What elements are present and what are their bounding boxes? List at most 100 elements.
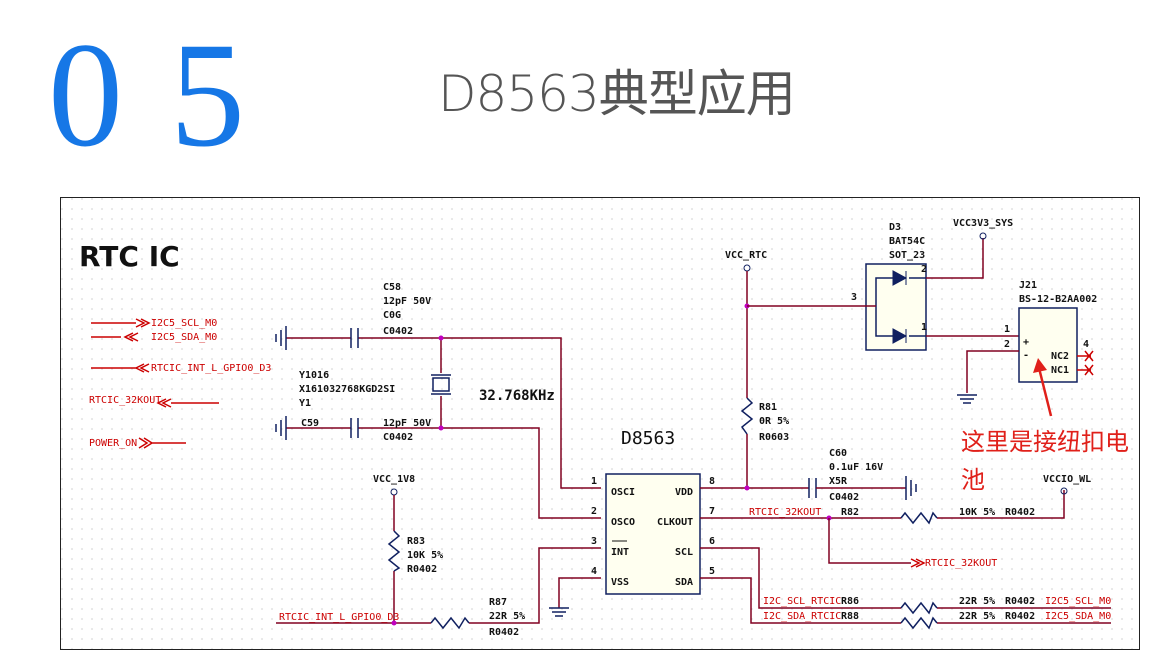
svg-text:VCC_1V8: VCC_1V8 xyxy=(373,474,415,485)
svg-text:7: 7 xyxy=(709,506,715,517)
capacitor-c60: C60 0.1uF 16V X5R C0402 xyxy=(808,448,917,503)
svg-text:C0402: C0402 xyxy=(383,326,413,337)
svg-text:VSS: VSS xyxy=(611,577,629,588)
svg-text:C59: C59 xyxy=(301,418,319,429)
svg-text:C0402: C0402 xyxy=(829,492,859,503)
svg-text:32.768KHz: 32.768KHz xyxy=(479,388,555,404)
svg-text:X5R: X5R xyxy=(829,476,848,487)
resistor-r87: RTCIC_INT_L_GPIO0_D3 R87 22R 5% R0402 xyxy=(276,547,601,638)
svg-text:VCCIO_WL: VCCIO_WL xyxy=(1043,474,1091,485)
svg-text:POWER_ON: POWER_ON xyxy=(89,438,137,449)
svg-text:C60: C60 xyxy=(829,448,847,459)
svg-text:1: 1 xyxy=(591,476,597,487)
svg-text:Y1: Y1 xyxy=(299,398,311,409)
svg-text:池: 池 xyxy=(961,466,985,494)
svg-text:RTCIC_32KOUT: RTCIC_32KOUT xyxy=(749,507,821,518)
section-title: RTC IC xyxy=(79,240,180,273)
schematic-diagram: RTC IC I2C5_SCL_M0 I2C5_SDA_M0 RTCIC_INT… xyxy=(61,198,1139,649)
svg-text:5: 5 xyxy=(709,566,715,577)
crystal-y1: Y1016 X161032768KGD2SI Y1 32.768KHz xyxy=(299,338,555,428)
svg-text:10K 5%: 10K 5% xyxy=(407,550,443,561)
port-i2c-scl: I2C5_SCL_M0 xyxy=(91,318,217,329)
svg-text:R87: R87 xyxy=(489,597,507,608)
ground-vss xyxy=(549,577,601,617)
svg-text:Y1016: Y1016 xyxy=(299,370,329,381)
section-number-digit: 0 xyxy=(48,12,123,178)
svg-text:D3: D3 xyxy=(889,222,901,233)
svg-text:C0G: C0G xyxy=(383,310,401,321)
svg-text:OSCO: OSCO xyxy=(611,517,635,528)
resistor-r81: VCC_RTC R81 0R 5% R0603 xyxy=(725,250,789,488)
port-int-gpio: RTCIC_INT_L_GPIO0_D3 xyxy=(91,363,271,374)
svg-text:C58: C58 xyxy=(383,282,401,293)
svg-text:这里是接纽扣电: 这里是接纽扣电 xyxy=(961,428,1129,456)
section-number-digit: 5 xyxy=(170,12,245,178)
svg-text:NC2: NC2 xyxy=(1051,351,1069,362)
svg-text:NC1: NC1 xyxy=(1051,365,1069,376)
svg-text:RTCIC_INT_L_GPIO0_D3: RTCIC_INT_L_GPIO0_D3 xyxy=(151,363,271,374)
svg-text:SDA: SDA xyxy=(675,577,693,588)
svg-text:R83: R83 xyxy=(407,536,425,547)
resistor-r82: RTCIC_32KOUT R82 10K 5% R0402 VCCIO_WL xyxy=(700,474,1091,525)
svg-text:I2C5_SCL_M0: I2C5_SCL_M0 xyxy=(151,318,217,329)
port-32kout-left: RTCIC_32KOUT xyxy=(89,395,219,408)
svg-text:R0402: R0402 xyxy=(489,627,519,638)
svg-text:10K 5%: 10K 5% xyxy=(959,507,995,518)
svg-text:R0402: R0402 xyxy=(1005,507,1035,518)
resistor-r86: I2C_SCL_RTCIC R86 22R 5% R0402 I2C5_SCL_… xyxy=(700,547,1111,615)
schematic-frame: RTC IC I2C5_SCL_M0 I2C5_SDA_M0 RTCIC_INT… xyxy=(60,197,1140,650)
svg-text:2: 2 xyxy=(921,264,927,275)
svg-text:2: 2 xyxy=(591,506,597,517)
svg-text:0R 5%: 0R 5% xyxy=(759,416,789,427)
svg-text:C0402: C0402 xyxy=(383,432,413,443)
svg-text:1: 1 xyxy=(921,322,927,333)
svg-text:R88: R88 xyxy=(841,611,859,622)
svg-text:12pF 50V: 12pF 50V xyxy=(383,296,431,307)
svg-text:R0402: R0402 xyxy=(407,564,437,575)
svg-text:D8563: D8563 xyxy=(621,428,675,449)
svg-text:R81: R81 xyxy=(759,402,777,413)
svg-text:J21: J21 xyxy=(1019,280,1037,291)
svg-text:0.1uF 16V: 0.1uF 16V xyxy=(829,462,883,473)
svg-text:12pF 50V: 12pF 50V xyxy=(383,418,431,429)
svg-text:VCC3V3_SYS: VCC3V3_SYS xyxy=(953,218,1013,229)
svg-text:SOT_23: SOT_23 xyxy=(889,250,925,261)
diode-d3: D3 BAT54C SOT_23 3 2 1 VCC3V3_SYS xyxy=(747,218,1019,351)
connector-j21: J21 BS-12-B2AA002 1 2 + - NC2 NC1 4 xyxy=(957,280,1097,404)
svg-text:I2C5_SDA_M0: I2C5_SDA_M0 xyxy=(151,332,217,343)
svg-text:3: 3 xyxy=(851,292,857,303)
ic-d8563: D8563 1 OSCI 2 OSCO 3 INT 4 VSS 8 VDD 7 … xyxy=(591,428,715,595)
svg-text:I2C5_SCL_M0: I2C5_SCL_M0 xyxy=(1045,596,1111,607)
svg-text:6: 6 xyxy=(709,536,715,547)
svg-text:8: 8 xyxy=(709,476,715,487)
resistor-r88: I2C_SDA_RTCIC R88 22R 5% R0402 I2C5_SDA_… xyxy=(700,577,1111,630)
svg-text:1: 1 xyxy=(1004,324,1010,335)
svg-text:22R 5%: 22R 5% xyxy=(959,596,995,607)
svg-text:R0402: R0402 xyxy=(1005,596,1035,607)
svg-text:BS-12-B2AA002: BS-12-B2AA002 xyxy=(1019,294,1097,305)
capacitor-c59: C59 12pF 50V C0402 xyxy=(275,416,601,519)
svg-text:X161032768KGD2SI: X161032768KGD2SI xyxy=(299,384,395,395)
svg-text:R86: R86 xyxy=(841,596,859,607)
port-32kout-right: RTCIC_32KOUT xyxy=(828,518,997,569)
svg-text:22R 5%: 22R 5% xyxy=(489,611,525,622)
svg-text:INT: INT xyxy=(611,547,629,558)
port-power-on: POWER_ON xyxy=(89,437,186,449)
svg-text:I2C_SCL_RTCIC: I2C_SCL_RTCIC xyxy=(763,596,841,607)
svg-text:-: - xyxy=(1023,350,1029,361)
svg-text:I2C5_SDA_M0: I2C5_SDA_M0 xyxy=(1045,611,1111,622)
svg-text:VCC_RTC: VCC_RTC xyxy=(725,250,767,261)
svg-text:OSCI: OSCI xyxy=(611,487,635,498)
svg-text:RTCIC_INT_L_GPIO0_D3: RTCIC_INT_L_GPIO0_D3 xyxy=(279,612,399,623)
battery-annotation: 这里是接纽扣电 池 xyxy=(961,358,1129,494)
svg-text:SCL: SCL xyxy=(675,547,693,558)
svg-text:RTCIC_32KOUT: RTCIC_32KOUT xyxy=(925,558,997,569)
svg-text:3: 3 xyxy=(591,536,597,547)
svg-text:22R 5%: 22R 5% xyxy=(959,611,995,622)
svg-text:I2C_SDA_RTCIC: I2C_SDA_RTCIC xyxy=(763,611,841,622)
svg-text:+: + xyxy=(1023,337,1029,348)
svg-text:BAT54C: BAT54C xyxy=(889,236,925,247)
grid-background xyxy=(61,198,1139,649)
page-title: D8563典型应用 xyxy=(438,65,796,123)
